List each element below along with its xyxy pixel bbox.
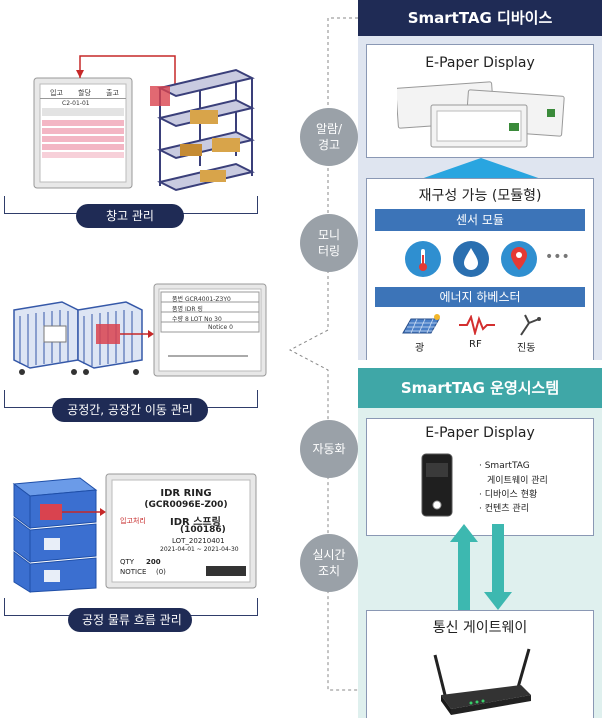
tag3-name: IDR 스프링 bbox=[170, 517, 221, 528]
flow-label: 공정 물류 흐름 관리 bbox=[68, 608, 192, 632]
tag3-notice: (0) bbox=[156, 568, 166, 576]
tag1-header-0: 입고 bbox=[50, 89, 63, 97]
warehouse-label: 창고 관리 bbox=[76, 204, 184, 228]
location-pin-icon bbox=[501, 241, 537, 277]
inter-process-label: 공정간, 공장간 이동 관리 bbox=[52, 398, 208, 422]
sync-arrows-icon bbox=[450, 524, 512, 610]
tag3-lot: LOT_20210401 bbox=[172, 537, 225, 545]
ops-epaper-title: E-Paper Display bbox=[425, 425, 535, 441]
tag3-title2: (GCR0096E-Z00) bbox=[144, 500, 228, 510]
epaper-panel: E-Paper Display bbox=[366, 44, 594, 158]
ops-feature-3: · 컨텐츠 관리 bbox=[479, 504, 529, 514]
tag2-row-0: 품번 GCR4001-Z3Y0 bbox=[172, 296, 231, 303]
epaper-title: E-Paper Display bbox=[425, 55, 535, 71]
tag1-code: C2-01-01 bbox=[62, 100, 90, 107]
water-drop-icon bbox=[453, 241, 489, 277]
tag2-row-2: 수량 8 LOT No 30 bbox=[172, 316, 222, 323]
ops-feature-2: · 디바이스 현황 bbox=[479, 490, 538, 500]
device-title: SmartTAG 디바이스 bbox=[407, 9, 553, 27]
up-arrow-icon bbox=[418, 158, 544, 180]
monitor-label: 모니 터링 bbox=[317, 228, 341, 258]
tag1-header-2: 출고 bbox=[106, 89, 119, 97]
tag3-notice-label: NOTICE bbox=[120, 568, 147, 576]
harvest-rf-label: RF bbox=[469, 339, 482, 350]
rf-wave-icon bbox=[459, 315, 495, 335]
gateway-panel: 통신 게이트웨이 bbox=[366, 610, 594, 718]
ops-feature-1: 게이트웨이 관리 bbox=[487, 476, 548, 486]
epaper-tags-icon bbox=[397, 81, 565, 148]
alarm-label: 알람/ 경고 bbox=[315, 122, 343, 152]
solar-panel-icon bbox=[402, 314, 440, 334]
dashed-connector bbox=[288, 17, 358, 691]
gateway-router-icon bbox=[433, 648, 531, 715]
auto-circle: 자동화 bbox=[300, 420, 358, 478]
auto-label: 자동화 bbox=[312, 442, 346, 456]
tag3-code: (100186) bbox=[180, 525, 226, 535]
thermometer-icon bbox=[405, 241, 441, 277]
sensor-module-bar: 센서 모듈 bbox=[375, 209, 585, 231]
tag3-qty: 200 bbox=[146, 558, 161, 566]
tag3-dates: 2021-04-01 ~ 2021-04-30 bbox=[160, 546, 239, 553]
monitor-circle: 모니 터링 bbox=[300, 214, 358, 272]
vibration-icon bbox=[520, 314, 541, 336]
more-icon: ••• bbox=[545, 249, 570, 265]
tag1-header-1: 할당 bbox=[78, 89, 91, 97]
tag2-row-1: 품명 IDR 링 bbox=[172, 306, 203, 313]
cart-illustration: 품번 GCR4001-Z3Y0 품명 IDR 링 수량 8 LOT No 30 … bbox=[8, 280, 268, 380]
reconfig-title: 재구성 가능 (모듈형) bbox=[418, 188, 542, 204]
harvest-vibration-label: 진동 bbox=[517, 343, 536, 354]
gateway-title: 통신 게이트웨이 bbox=[432, 620, 528, 636]
warehouse-illustration: 입고 할당 출고 C2-01-01 bbox=[30, 48, 260, 196]
tag3-qty-label: QTY bbox=[120, 558, 135, 566]
realtime-label: 실시간 조치 bbox=[312, 548, 346, 578]
alarm-circle: 알람/ 경고 bbox=[300, 108, 358, 166]
tag2-notice: Notice 0 bbox=[208, 324, 233, 331]
reconfig-panel: 재구성 가능 (모듈형) 센서 모듈 ••• 에너지 하베스터 광 RF 진동 bbox=[366, 178, 594, 360]
epaper-device-icon bbox=[421, 453, 453, 517]
tag3-title1: IDR RING bbox=[160, 488, 212, 499]
tag3-check: 입고처리 bbox=[120, 517, 146, 525]
device-header: SmartTAG 디바이스 bbox=[358, 0, 602, 36]
bins-illustration bbox=[10, 470, 260, 596]
harvest-light-label: 광 bbox=[415, 343, 425, 354]
ops-header: SmartTAG 운영시스템 bbox=[358, 368, 602, 408]
ops-epaper-panel: E-Paper Display · SmartTAG 게이트웨이 관리 · 디바… bbox=[366, 418, 594, 536]
realtime-circle: 실시간 조치 bbox=[300, 534, 358, 592]
energy-harvester-bar: 에너지 하베스터 bbox=[375, 287, 585, 307]
ops-feature-0: · SmartTAG bbox=[479, 461, 530, 471]
ops-title: SmartTAG 운영시스템 bbox=[400, 379, 560, 397]
